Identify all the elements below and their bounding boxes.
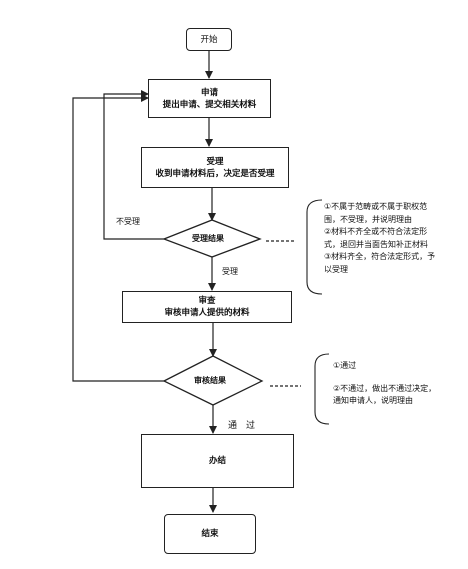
note1-line: 以受理 xyxy=(324,264,348,274)
note2-line: ①通过 xyxy=(333,361,357,370)
note2-bracket xyxy=(314,353,330,425)
end-node: 结束 xyxy=(164,514,256,554)
note2-text: ①通过 ②不通过，做出不通过决定， 通知申请人，说明理由 xyxy=(333,360,463,408)
note1-line: ①不属于范畴或不属于职权范 xyxy=(324,202,428,211)
note1-line: 式，退回并当面告知补正材料 xyxy=(324,239,428,249)
note1-line: 围，不受理，并说明理由 xyxy=(324,214,412,224)
decision2-diamond xyxy=(162,355,264,406)
handle-label: 办结 xyxy=(208,456,226,466)
note1-line: ③材料齐全，符合法定形式，予 xyxy=(324,252,436,261)
arrow-review-fail-loop xyxy=(72,94,164,382)
handle-node: 办结 xyxy=(141,434,294,488)
note1-bracket xyxy=(306,199,323,295)
decision1-diamond xyxy=(162,219,262,258)
apply-subtitle: 提出申请、提交相关材料 xyxy=(162,99,257,110)
start-label: 开始 xyxy=(200,34,218,45)
review-title: 审查 xyxy=(198,296,216,306)
review-subtitle: 审核申请人提供的材料 xyxy=(164,308,250,318)
note2-line: 通知申请人，说明理由 xyxy=(333,396,413,405)
accept-node: 受理 收到申请材料后，决定是否受理 xyxy=(141,147,289,188)
note2-line: ②不通过，做出不通过决定， xyxy=(333,383,437,393)
start-node: 开始 xyxy=(186,28,232,51)
accepted-label: 受理 xyxy=(222,267,238,276)
decision1-label: 受理结果 xyxy=(192,234,224,243)
not-accepted-label: 不受理 xyxy=(116,217,140,226)
accept-subtitle: 收到申请材料后，决定是否受理 xyxy=(155,168,275,179)
note1-text: ①不属于范畴或不属于职权范 围，不受理，并说明理由 ②材料不齐全或不符合法定形 … xyxy=(324,201,464,276)
accept-title: 受理 xyxy=(206,156,224,167)
apply-node: 申请 提出申请、提交相关材料 xyxy=(148,79,271,118)
end-label: 结束 xyxy=(201,529,219,539)
apply-title: 申请 xyxy=(200,87,218,98)
passed-label: 通 过 xyxy=(228,421,256,431)
decision2-label: 审核结果 xyxy=(194,376,226,385)
review-node: 审查 审核申请人提供的材料 xyxy=(122,291,292,323)
note1-line: ②材料不齐全或不符合法定形 xyxy=(324,227,428,236)
arrow-not-accepted-loop xyxy=(103,90,164,240)
